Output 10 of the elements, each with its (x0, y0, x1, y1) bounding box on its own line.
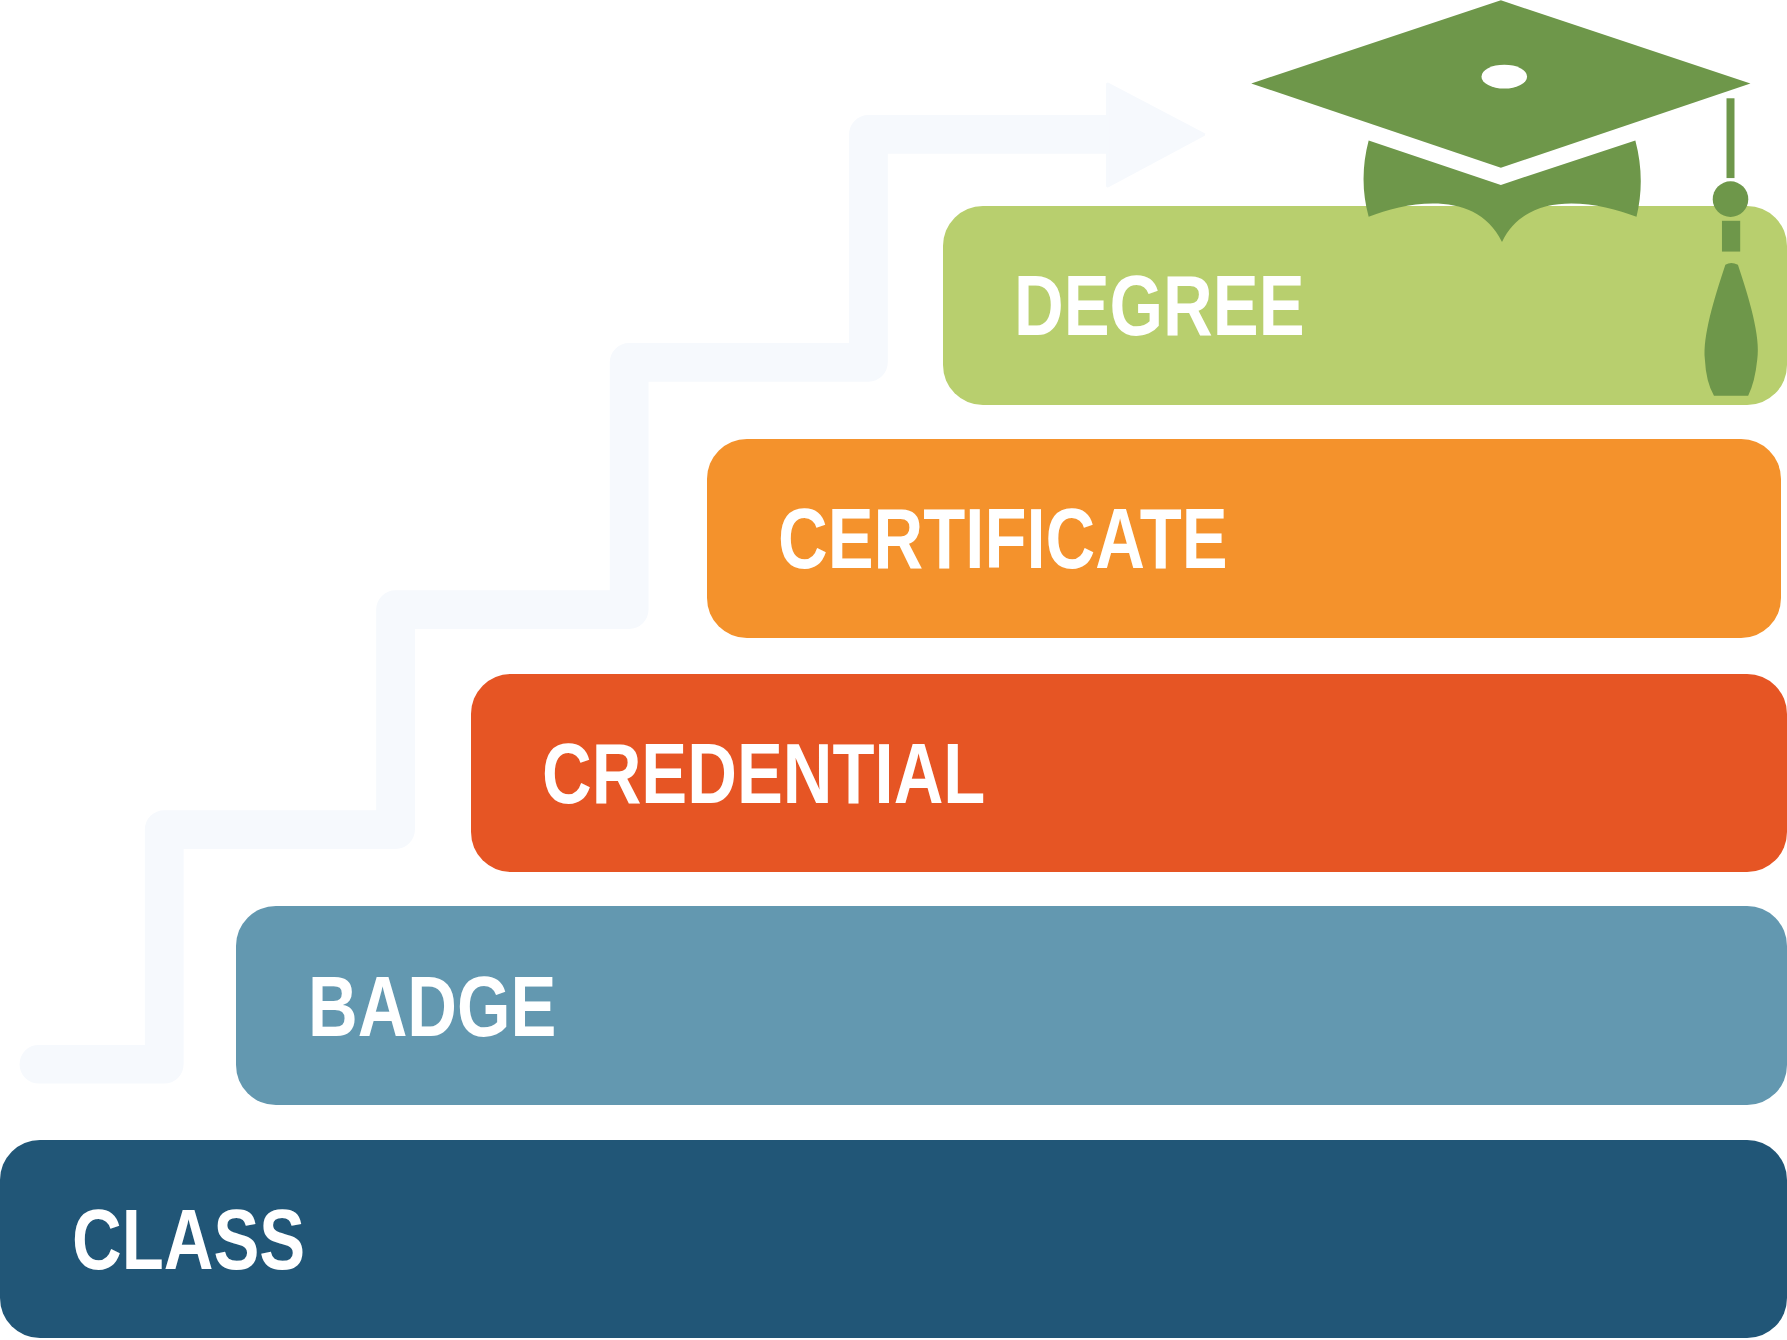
level-bar (235, 906, 1787, 1106)
level-bar (0, 1139, 1787, 1338)
level-bar (942, 206, 1787, 405)
level-label: BADGE (307, 962, 557, 1049)
level-bar (470, 673, 1787, 872)
level-label: DEGREE (1014, 262, 1305, 349)
level-label: CERTIFICATE (778, 495, 1229, 582)
level-bar (706, 438, 1782, 639)
level-label: CLASS (71, 1195, 305, 1282)
level-label: CREDENTIAL (542, 729, 986, 816)
